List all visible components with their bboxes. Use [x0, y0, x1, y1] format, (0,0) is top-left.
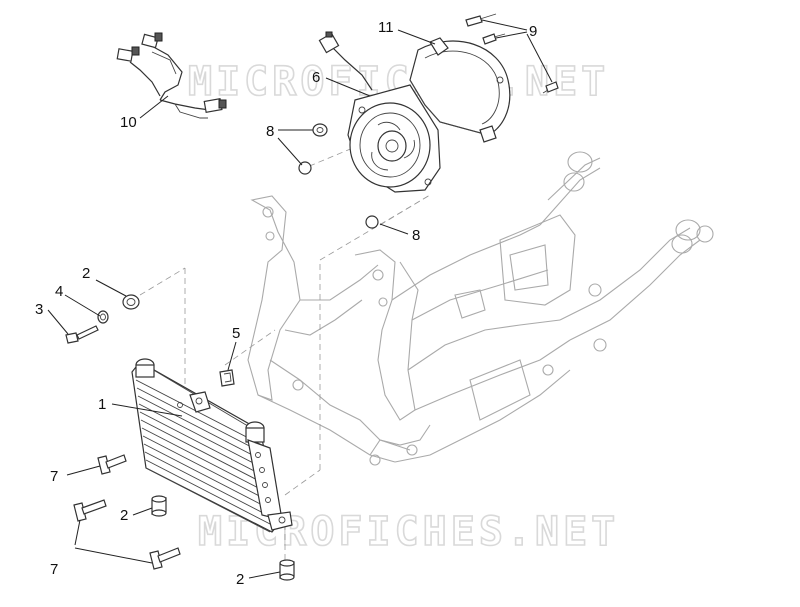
callout-2-middle: 2: [120, 507, 128, 524]
assembly-guide-lines: [139, 144, 431, 570]
rubber-bushings-8: [298, 123, 379, 229]
callout-1: 1: [98, 396, 106, 413]
hardware: [65, 294, 295, 581]
fan-shroud: [409, 37, 511, 143]
callout-9: 9: [529, 23, 537, 40]
callout-3: 3: [35, 301, 43, 318]
callout-7-upper: 7: [50, 468, 58, 485]
callout-6: 6: [312, 69, 320, 86]
oil-cooler: [131, 358, 293, 533]
cooling-fan: [318, 31, 441, 193]
callout-5: 5: [232, 325, 240, 342]
callout-8-upper: 8: [266, 123, 274, 140]
chassis-frame: [247, 151, 714, 466]
wiring-harness: [116, 32, 227, 119]
callout-labels: 1 2 2 2 3 4 5 6 7 7 8 8 9 10 11: [35, 19, 537, 588]
callout-7-lower: 7: [50, 561, 58, 578]
leader-lines: [47, 19, 553, 579]
callout-11: 11: [378, 19, 394, 36]
callout-8-lower: 8: [412, 227, 420, 244]
callout-2-top: 2: [82, 265, 90, 282]
callout-2-bottom: 2: [236, 571, 244, 588]
callout-10: 10: [120, 114, 137, 131]
callout-4: 4: [55, 283, 63, 300]
screws-9: [465, 13, 559, 94]
